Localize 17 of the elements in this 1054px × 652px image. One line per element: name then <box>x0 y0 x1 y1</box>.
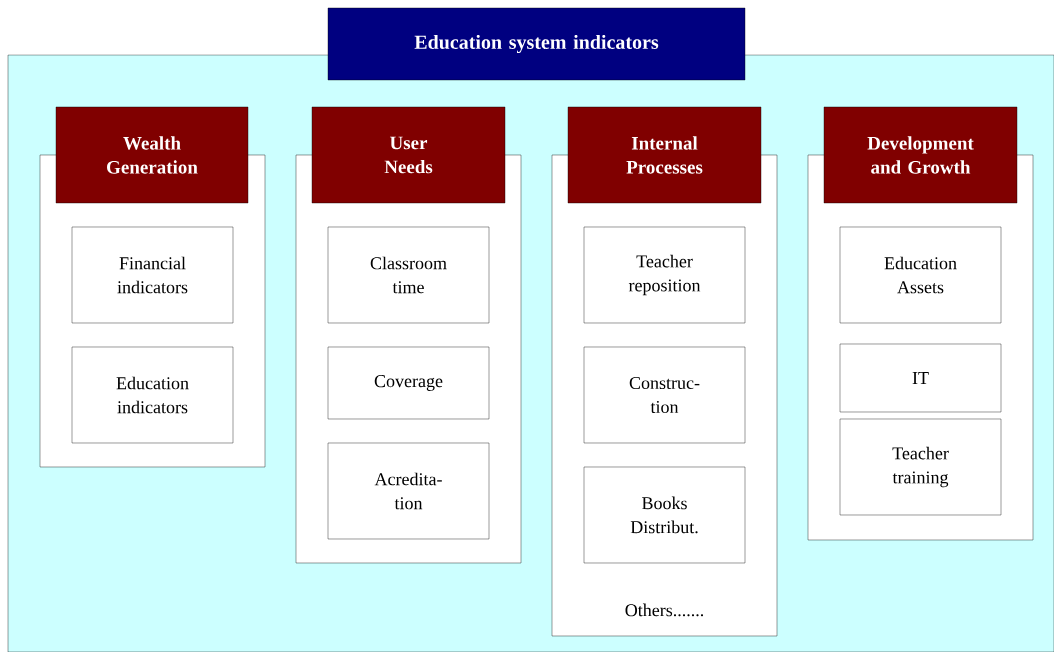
column-header: User Needs <box>311 106 506 204</box>
indicator-box: IT <box>839 343 1002 413</box>
indicator-box: Coverage <box>327 346 490 420</box>
indicator-box: Acredita- tion <box>327 442 490 540</box>
indicator-box: Classroom time <box>327 226 490 324</box>
indicator-box: Financial indicators <box>71 226 234 324</box>
indicator-box: Teacher training <box>839 418 1002 516</box>
column-header: Development and Growth <box>823 106 1018 204</box>
indicator-box: Teacher reposition <box>583 226 746 324</box>
indicator-box: Education indicators <box>71 346 234 444</box>
indicator-box: Books Distribut. <box>583 466 746 564</box>
indicator-box: Construc- tion <box>583 346 746 444</box>
note-text: Others....... <box>625 603 704 617</box>
column-header: Wealth Generation <box>55 106 249 204</box>
title-banner: Education system indicators <box>327 7 746 81</box>
column-header: Internal Processes <box>567 106 762 204</box>
indicator-box: Education Assets <box>839 226 1002 324</box>
